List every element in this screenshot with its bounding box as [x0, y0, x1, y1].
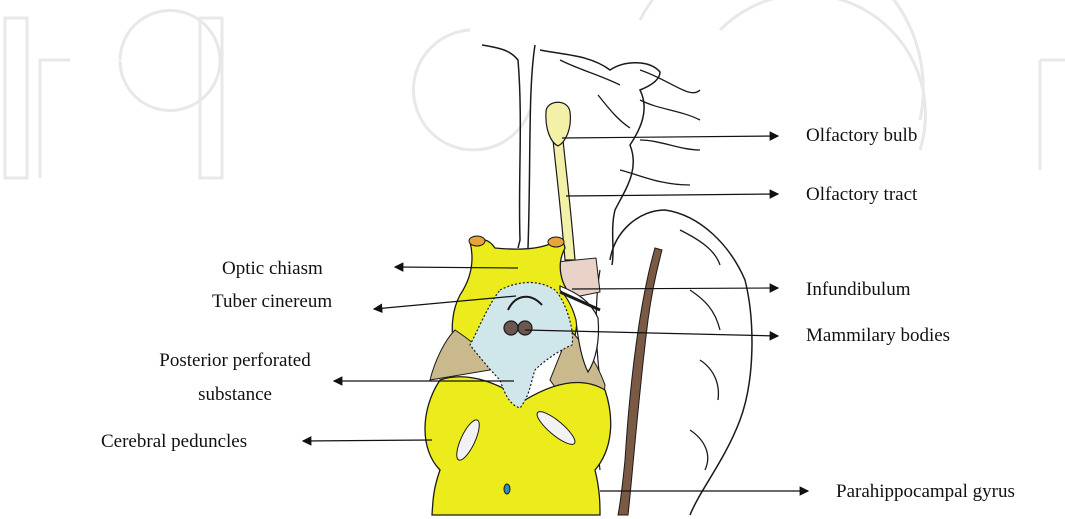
label-parahippocampal-gyrus: Parahippocampal gyrus: [836, 481, 1015, 503]
label-optic-chiasm: Optic chiasm: [222, 258, 323, 280]
label-tuber-cinereum: Tuber cinereum: [212, 291, 332, 313]
label-cerebral-peduncles: Cerebral peduncles: [101, 431, 247, 453]
arrow-olfactory-bulb: [562, 136, 778, 138]
arrow-tuber-cinereum: [374, 296, 516, 309]
label-olfactory-tract: Olfactory tract: [806, 184, 917, 206]
label-mammilary-bodies: Mammilary bodies: [806, 325, 950, 347]
arrow-olfactory-tract: [566, 194, 778, 196]
label-infundibulum: Infundibulum: [806, 279, 911, 301]
arrow-optic-chiasm: [395, 267, 518, 268]
label-posterior-perforated-line1: Posterior perforated: [135, 350, 335, 372]
arrow-infundibulum: [572, 288, 778, 289]
arrow-mammilary-bodies: [525, 330, 778, 336]
label-olfactory-bulb: Olfactory bulb: [806, 125, 917, 147]
arrow-cerebral-peduncles: [303, 440, 432, 441]
label-posterior-perforated-line2: substance: [135, 384, 335, 406]
